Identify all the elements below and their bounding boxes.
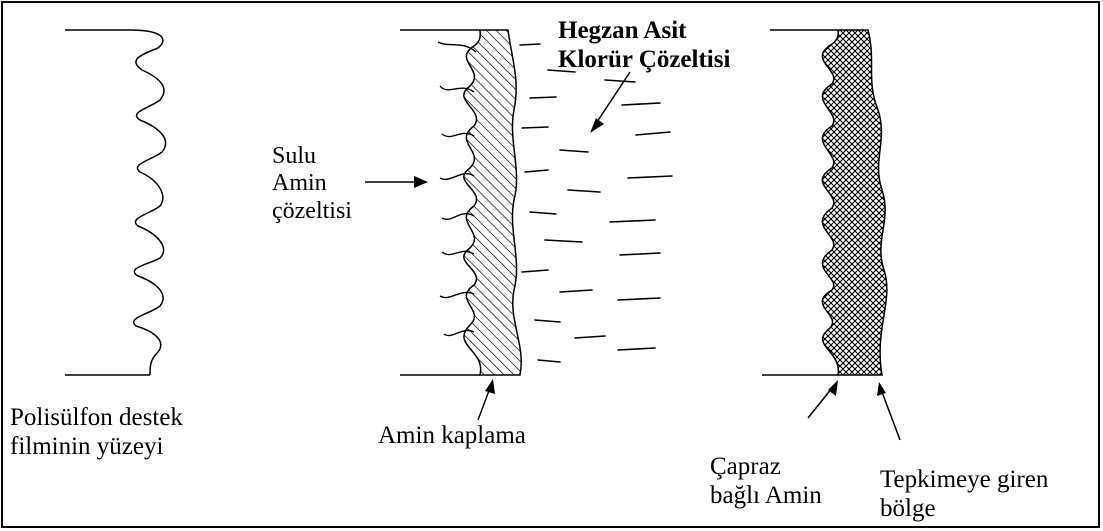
acid-chloride-solution xyxy=(520,44,672,362)
reaction-zone-label: Tepkimeye giren bölge xyxy=(880,466,1048,523)
support-surface-line-1: Polisülfon destek xyxy=(10,404,183,433)
aqueous-amine-line-1: Sulu xyxy=(272,143,352,170)
acid-chloride-line-2: Klorür Çözeltisi xyxy=(558,46,730,75)
aqueous-amine-line-3: çözeltisi xyxy=(272,198,352,225)
amine-coating-arrow xyxy=(478,379,495,420)
acid-chloride-line-1: Hegzan Asit xyxy=(558,17,730,46)
crosslinked-amine-line-2: bağlı Amin xyxy=(710,482,822,511)
support-rough-surface xyxy=(130,30,166,375)
panel-support-surface xyxy=(65,30,166,375)
aqueous-amine-arrow xyxy=(365,176,428,188)
crosslinked-arrows xyxy=(808,380,900,440)
support-surface-label: Polisülfon destek filminin yüzeyi xyxy=(10,404,183,461)
crosslinked-amine-label: Çapraz bağlı Amin xyxy=(710,453,822,510)
amine-coating-label: Amin kaplama xyxy=(378,422,526,451)
acid-chloride-label: Hegzan Asit Klorür Çözeltisi xyxy=(558,17,730,74)
aqueous-amine-line-2: Amin xyxy=(272,170,352,197)
panel-crosslinked xyxy=(762,30,900,440)
support-surface-line-2: filminin yüzeyi xyxy=(10,433,183,462)
reaction-zone-line-2: bölge xyxy=(880,495,1048,524)
crosslinked-amine-line-1: Çapraz xyxy=(710,453,822,482)
aqueous-amine-label: Sulu Amin çözeltisi xyxy=(272,143,352,225)
amine-coating-layer xyxy=(464,30,521,375)
reaction-zone-line-1: Tepkimeye giren xyxy=(880,466,1048,495)
acid-chloride-arrow xyxy=(590,72,630,133)
crosslinked-layer xyxy=(822,30,887,375)
panel-amine-coating xyxy=(365,30,672,420)
